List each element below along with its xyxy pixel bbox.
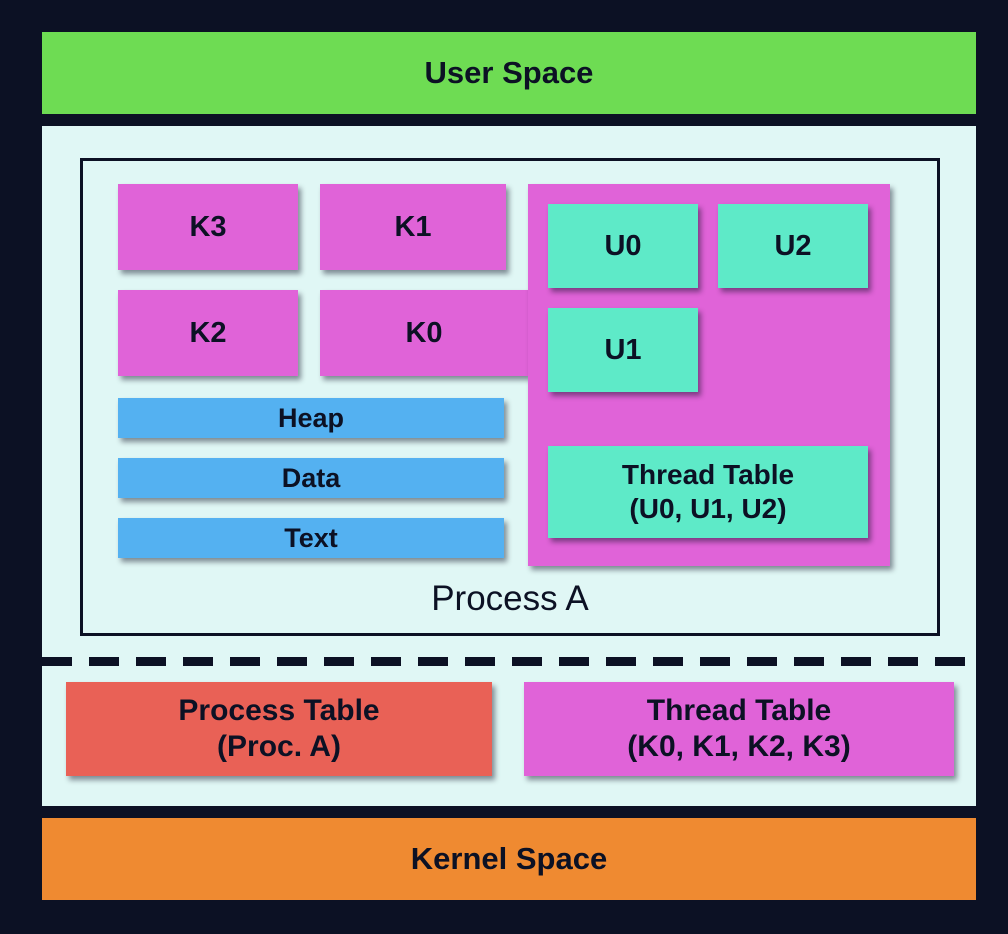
k2-label: K2 bbox=[189, 316, 227, 349]
u0-label: U0 bbox=[604, 229, 642, 262]
user-thread-region: U0 U2 U1 Thread Table (U0, U1, U2) bbox=[528, 184, 890, 566]
kernel-thread-table-entries: (K0, K1, K2, K3) bbox=[627, 730, 851, 763]
k0-label: K0 bbox=[405, 316, 443, 349]
kernel-thread-k1: K1 bbox=[320, 184, 506, 270]
user-space-label: User Space bbox=[424, 55, 594, 90]
kernel-space-label: Kernel Space bbox=[410, 841, 608, 876]
user-space-banner: User Space bbox=[42, 32, 976, 114]
kernel-thread-k2: K2 bbox=[118, 290, 298, 376]
user-thread-u1: U1 bbox=[548, 308, 698, 392]
k1-label: K1 bbox=[394, 210, 432, 243]
k3-label: K3 bbox=[189, 210, 227, 243]
user-thread-table-title: Thread Table bbox=[621, 459, 795, 491]
heap-segment: Heap bbox=[118, 398, 504, 438]
kernel-thread-table: Thread Table (K0, K1, K2, K3) bbox=[524, 682, 954, 776]
process-a-label: Process A bbox=[431, 579, 589, 618]
process-table-entries: (Proc. A) bbox=[217, 730, 341, 763]
process-a-box: K3 K1 K2 K0 U0 U2 U1 bbox=[80, 158, 940, 636]
heap-label: Heap bbox=[277, 402, 345, 433]
u1-label: U1 bbox=[604, 333, 642, 366]
user-thread-table-entries: (U0, U1, U2) bbox=[629, 493, 787, 524]
address-space-panel: K3 K1 K2 K0 U0 U2 U1 bbox=[42, 126, 976, 806]
user-thread-table: Thread Table (U0, U1, U2) bbox=[548, 446, 868, 538]
kernel-thread-table-title: Thread Table bbox=[646, 694, 832, 727]
text-segment: Text bbox=[118, 518, 504, 558]
kernel-space-banner: Kernel Space bbox=[42, 818, 976, 900]
user-kernel-boundary-line bbox=[42, 657, 976, 666]
kernel-thread-k0: K0 bbox=[320, 290, 528, 376]
u2-label: U2 bbox=[774, 229, 812, 262]
data-label: Data bbox=[281, 462, 341, 493]
user-thread-u0: U0 bbox=[548, 204, 698, 288]
user-thread-u2: U2 bbox=[718, 204, 868, 288]
kernel-thread-k3: K3 bbox=[118, 184, 298, 270]
process-table: Process Table (Proc. A) bbox=[66, 682, 492, 776]
data-segment: Data bbox=[118, 458, 504, 498]
text-label: Text bbox=[284, 522, 338, 553]
process-table-title: Process Table bbox=[178, 694, 380, 727]
